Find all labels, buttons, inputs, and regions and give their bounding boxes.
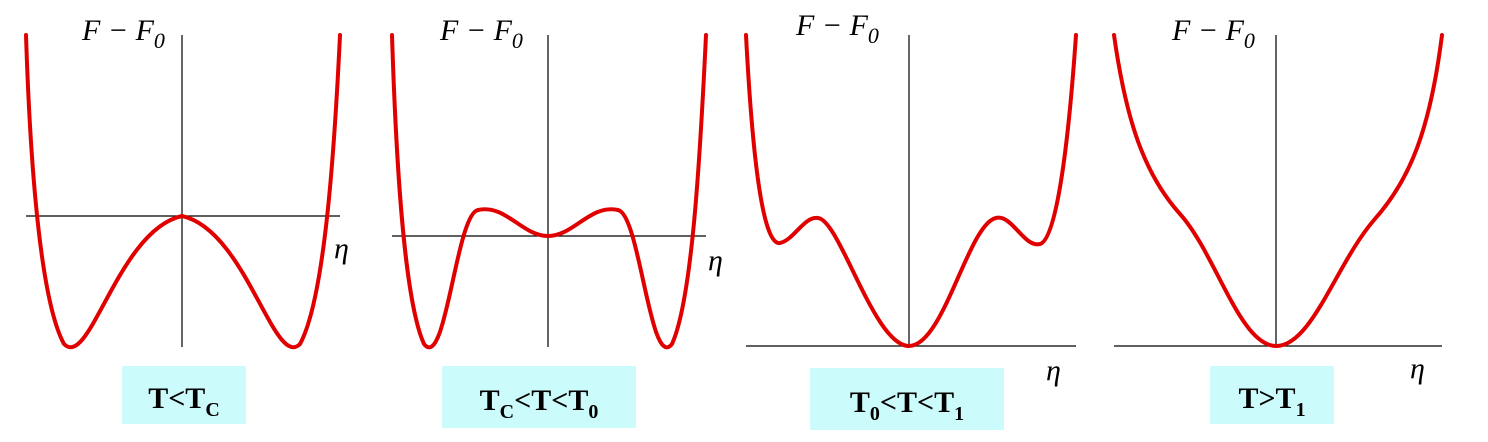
panel-4-label-box xyxy=(1210,366,1334,424)
panel-2-curve xyxy=(390,33,708,350)
panel-1-label-box xyxy=(122,366,246,424)
panel-1-label: T<TC xyxy=(148,382,220,421)
panel-1-curve xyxy=(24,33,342,349)
label-part: C xyxy=(205,399,219,421)
label-part: T<T xyxy=(148,382,205,415)
panel-1-y-label: F − F0 xyxy=(81,14,165,53)
panel-3-y-label: F − F0 xyxy=(795,9,879,48)
label-part: 0 xyxy=(870,403,880,425)
label-part: T xyxy=(850,386,870,419)
panel-1-x-label: η xyxy=(334,232,349,265)
panel-4-label: T>T1 xyxy=(1238,382,1305,421)
panel-4-x-label: η xyxy=(1410,352,1425,385)
panel-3: F − F0 η T0<T<T1 xyxy=(744,9,1078,430)
label-part: T>T xyxy=(1238,382,1295,415)
panel-3-label: T0<T<T1 xyxy=(850,386,964,425)
panel-3-x-label: η xyxy=(1046,354,1061,387)
label-part: T xyxy=(480,384,500,417)
label-part: 1 xyxy=(954,403,964,425)
panel-2-label: TC<T<T0 xyxy=(480,384,599,423)
label-part: <T<T xyxy=(514,384,588,417)
label-part: C xyxy=(500,401,514,423)
panel-4-y-label: F − F0 xyxy=(1171,14,1255,53)
label-part: <T<T xyxy=(880,386,954,419)
label-part: 1 xyxy=(1296,399,1306,421)
label-part: 0 xyxy=(588,401,598,423)
panel-2-x-label: η xyxy=(708,244,723,277)
panel-4: F − F0 η T>T1 xyxy=(1112,14,1444,424)
panel-2-y-label: F − F0 xyxy=(439,14,523,53)
panel-2-label-box xyxy=(442,366,636,428)
panel-3-curve xyxy=(744,33,1078,348)
panel-1: F − F0 η T<TC xyxy=(24,14,349,424)
panel-3-label-box xyxy=(810,368,1004,430)
panel-4-curve xyxy=(1112,33,1444,348)
panel-2: F − F0 η TC<T<T0 xyxy=(390,14,723,428)
